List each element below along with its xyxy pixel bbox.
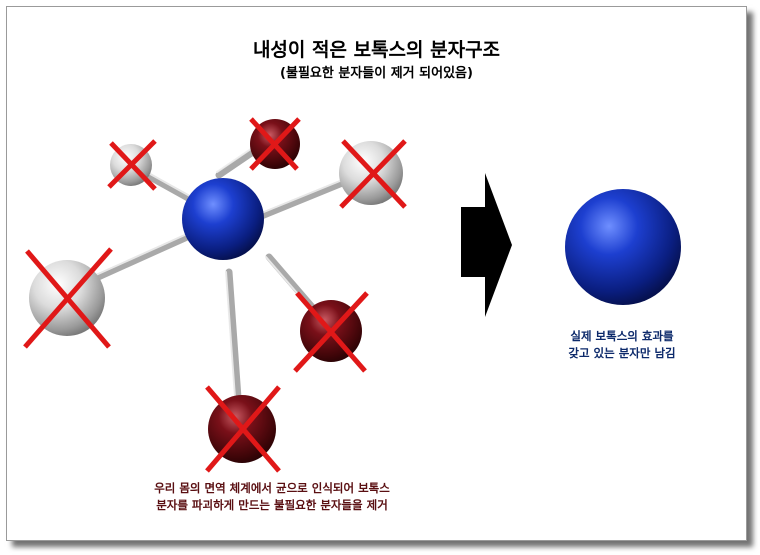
cross-mark [205, 385, 281, 473]
result-atom-blue [565, 189, 681, 305]
cross-mark [107, 139, 157, 191]
caption-right-line1: 실제 보톡스의 효과를 [570, 329, 674, 343]
diagram-frame: 내성이 적은 보톡스의 분자구조 (불필요한 분자들이 제거 되어있음) [6, 6, 747, 541]
diagram-subtitle: (불필요한 분자들이 제거 되어있음) [280, 66, 473, 81]
bond-highlight [86, 233, 188, 280]
caption-left-line2: 분자를 파괴하게 만드는 불필요한 분자들을 제거 [156, 498, 388, 512]
diagram-title: 내성이 적은 보톡스의 분자구조 [252, 39, 501, 61]
core-atom-blue [182, 178, 264, 260]
removal-crosses [23, 117, 407, 473]
molecule-diagram [23, 117, 681, 473]
bond-highlight [142, 169, 198, 201]
caption-left-line1: 우리 몸의 면역 체계에서 균으로 인식되어 보톡스 [154, 481, 390, 495]
bond-top-right [255, 173, 361, 221]
cross-mark [23, 247, 113, 349]
cross-mark [293, 291, 369, 373]
transform-arrow-icon [461, 173, 512, 317]
caption-removed-molecules: 우리 몸의 면역 체계에서 균으로 인식되어 보톡스 분자를 파괴하게 만드는 … [117, 480, 427, 514]
cross-mark [249, 117, 301, 171]
bond-bottom [225, 268, 243, 416]
cross-mark [339, 139, 407, 209]
caption-right-line2: 갖고 있는 분자만 남김 [568, 346, 676, 360]
bond-highlight [225, 271, 237, 413]
caption-remaining-molecule: 실제 보톡스의 효과를 갖고 있는 분자만 남김 [527, 328, 717, 362]
bond-left [83, 233, 191, 286]
